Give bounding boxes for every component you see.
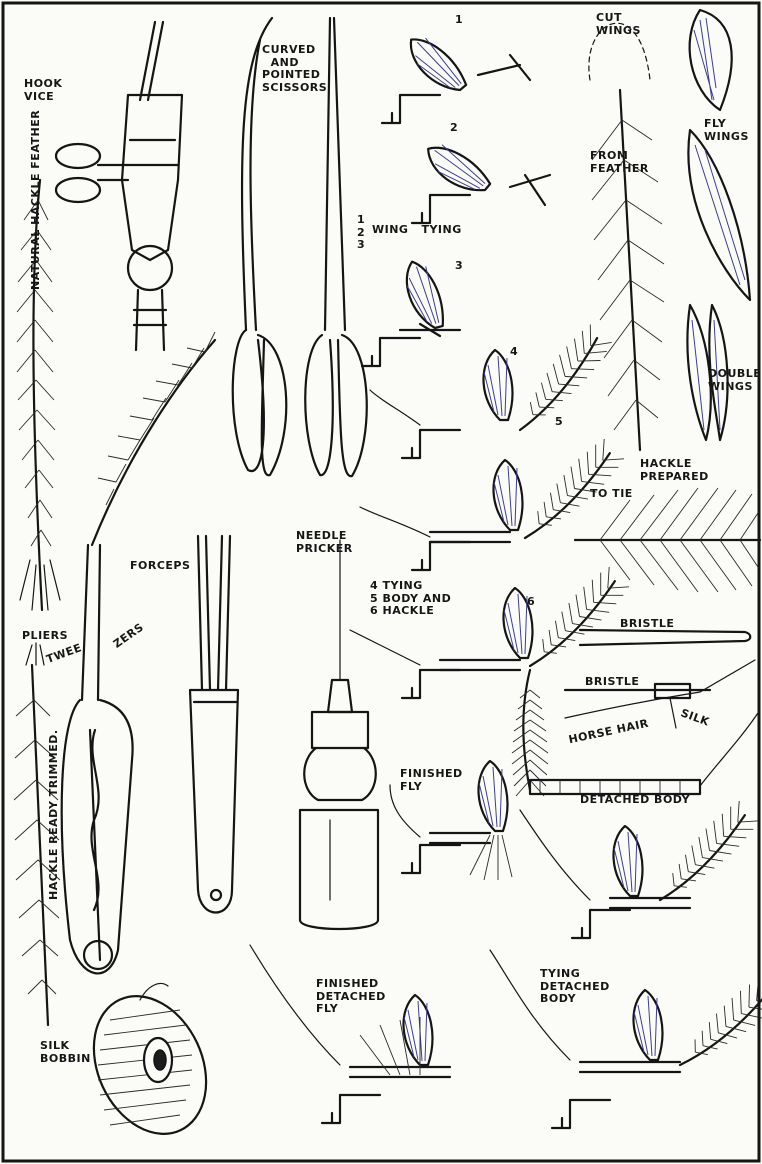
bristle-horse-hair-silk-drawing xyxy=(565,660,755,728)
label-hook-vice: HOOK VICE xyxy=(24,78,62,103)
forceps-drawing xyxy=(190,536,238,913)
hackle-prepared-drawing xyxy=(575,488,760,592)
pliers-tweezers-drawing xyxy=(62,332,215,973)
label-step-5: 5 xyxy=(555,416,563,429)
step-4-fly xyxy=(370,322,615,458)
finished-detached-fly-drawing xyxy=(250,945,450,1123)
label-forceps: FORCEPS xyxy=(130,560,190,573)
label-cut-wings: CUT WINGS xyxy=(596,12,641,37)
label-step-3: 3 xyxy=(455,260,463,273)
label-to-tie: TO TIE xyxy=(590,488,633,501)
label-detached-body: DETACHED BODY xyxy=(580,794,690,807)
label-step-1: 1 xyxy=(455,14,463,27)
step-1-fly xyxy=(382,28,530,123)
tying-detached-body-drawing xyxy=(490,950,762,1128)
hook-vice-drawing xyxy=(56,22,182,350)
label-hackle-prepared: HACKLE PREPARED xyxy=(640,458,709,483)
label-finished-detached-fly: FINISHED DETACHED FLY xyxy=(316,978,386,1016)
label-pliers: PLIERS xyxy=(22,630,68,643)
silk-bobbin-drawing xyxy=(72,978,227,1152)
label-double-wings: DOUBLE WINGS xyxy=(708,368,761,393)
label-bristle-2: BRISTLE xyxy=(585,676,639,689)
label-tying-body-hackle: 4 TYING 5 BODY AND 6 HACKLE xyxy=(370,580,451,618)
bristle-drawing xyxy=(580,630,750,645)
label-step-6: 6 xyxy=(527,596,535,609)
step-5-fly xyxy=(360,436,627,570)
step-3-fly xyxy=(362,257,460,366)
label-step-2: 2 xyxy=(450,122,458,135)
label-step-4: 4 xyxy=(510,346,518,359)
needle-pricker-drawing xyxy=(300,540,378,929)
step-2-fly xyxy=(412,135,550,223)
detached-body-fly-drawing xyxy=(520,798,762,938)
label-hackle-ready-trimmed: HACKLE READY TRIMMED. xyxy=(48,729,61,900)
cut-wings-feather-drawing xyxy=(589,23,664,450)
label-wing-tying: WING TYING xyxy=(372,224,462,237)
label-finished-fly: FINISHED FLY xyxy=(400,768,463,793)
label-fly-wings: FLY WINGS xyxy=(704,118,749,143)
label-needle-pricker: NEEDLE PRICKER xyxy=(296,530,353,555)
label-tying-detached-body: TYING DETACHED BODY xyxy=(540,968,610,1006)
label-wing-step-numbers: 1 2 3 xyxy=(357,214,365,252)
label-curved-scissors: CURVED AND POINTED SCISSORS xyxy=(262,44,327,95)
label-from-feather: FROM FEATHER xyxy=(590,150,649,175)
fly-wings-drawing xyxy=(688,10,750,300)
label-silk-bobbin: SILK BOBBIN xyxy=(40,1040,91,1065)
label-natural-hackle-feather: NATURAL HACKLE FEATHER xyxy=(30,110,43,290)
label-bristle-1: BRISTLE xyxy=(620,618,674,631)
